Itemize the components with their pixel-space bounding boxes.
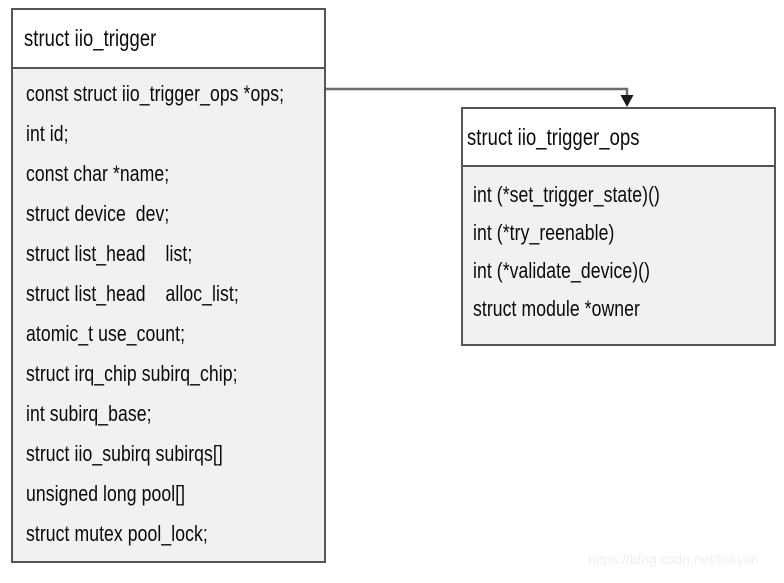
uml-class-title-label: struct iio_trigger xyxy=(24,25,157,51)
uml-field-row: const char *name; xyxy=(26,154,324,194)
uml-field-row: struct iio_subirq subirqs[] xyxy=(26,434,324,474)
uml-field-label: struct module *owner xyxy=(473,296,640,321)
uml-field-row: struct list_head list; xyxy=(26,234,324,274)
uml-field-row: struct device dev; xyxy=(26,194,324,234)
uml-field-row: int id; xyxy=(26,114,324,154)
uml-field-label: int subirq_base; xyxy=(26,401,152,426)
uml-field-label: unsigned long pool[] xyxy=(26,481,186,506)
uml-field-label: int (*validate_device)() xyxy=(473,258,651,283)
uml-field-row: atomic_t use_count; xyxy=(26,314,324,354)
uml-field-row: const struct iio_trigger_ops *ops; xyxy=(26,74,324,114)
uml-field-row: struct module *owner xyxy=(473,290,774,328)
uml-field-row: int (*validate_device)() xyxy=(473,252,774,290)
uml-field-row: struct list_head alloc_list; xyxy=(26,274,324,314)
uml-field-row: int (*set_trigger_state)() xyxy=(473,176,774,214)
uml-field-label: struct iio_subirq subirqs[] xyxy=(26,441,223,466)
uml-class-title-iio-trigger: struct iio_trigger xyxy=(13,10,324,69)
uml-field-label: const struct iio_trigger_ops *ops; xyxy=(26,81,285,106)
uml-field-label: struct mutex pool_lock; xyxy=(26,521,208,546)
connector-arrowhead-icon xyxy=(620,95,634,107)
uml-field-label: struct irq_chip subirq_chip; xyxy=(26,361,238,386)
uml-class-body-iio-trigger-ops: int (*set_trigger_state)() int (*try_ree… xyxy=(463,167,774,344)
uml-class-box-iio-trigger[interactable]: struct iio_trigger const struct iio_trig… xyxy=(11,8,326,563)
uml-field-label: struct list_head list; xyxy=(26,241,193,266)
uml-field-label: struct list_head alloc_list; xyxy=(26,281,239,306)
uml-field-row: struct irq_chip subirq_chip; xyxy=(26,354,324,394)
uml-class-title-iio-trigger-ops: struct iio_trigger_ops xyxy=(463,109,774,167)
uml-class-title-label: struct iio_trigger_ops xyxy=(467,123,640,150)
uml-class-box-iio-trigger-ops[interactable]: struct iio_trigger_ops int (*set_trigger… xyxy=(461,107,776,346)
uml-class-body-iio-trigger: const struct iio_trigger_ops *ops; int i… xyxy=(13,69,324,561)
uml-field-row: int subirq_base; xyxy=(26,394,324,434)
uml-field-row: int (*try_reenable) xyxy=(473,214,774,252)
uml-field-label: int id; xyxy=(26,121,69,146)
uml-field-label: atomic_t use_count; xyxy=(26,321,186,346)
uml-field-label: int (*set_trigger_state)() xyxy=(473,182,660,207)
uml-field-row: struct mutex pool_lock; xyxy=(26,514,324,554)
connector-line xyxy=(326,87,629,97)
uml-field-label: struct device dev; xyxy=(26,201,170,226)
uml-field-row: unsigned long pool[] xyxy=(26,474,324,514)
watermark-text: https://blog.csdn.net/lickylin xyxy=(588,551,759,567)
uml-field-label: int (*try_reenable) xyxy=(473,220,615,245)
uml-field-label: const char *name; xyxy=(26,161,170,186)
